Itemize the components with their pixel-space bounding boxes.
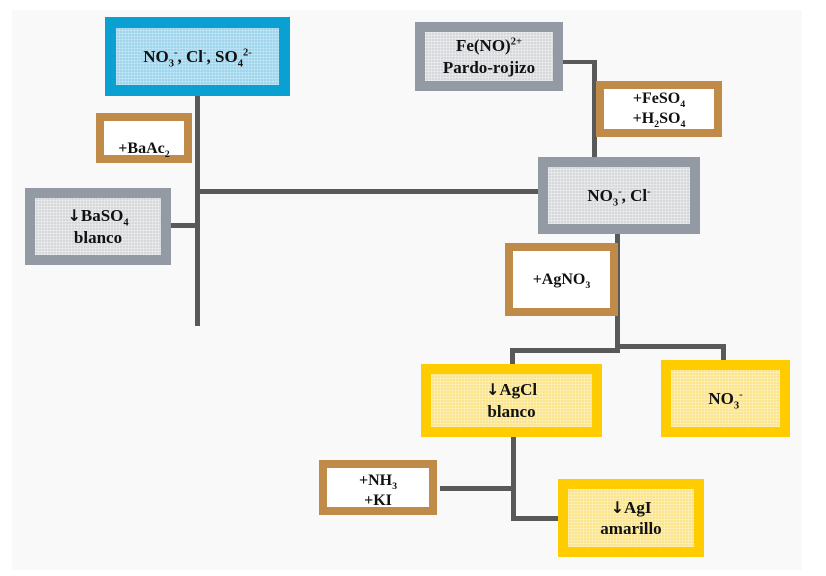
no3-sub: 3	[733, 400, 740, 412]
node-fill	[568, 489, 694, 547]
feno-formula: Fe(NO)	[455, 36, 511, 56]
connector-baso4	[170, 223, 200, 228]
feso4-sub: 4	[680, 99, 686, 111]
reagent-agno3-node: +AgNO3	[505, 243, 618, 316]
precipitate-arrow-icon: ↓	[485, 380, 500, 400]
start-solution-label: NO3-, Cl-, SO42-	[143, 46, 252, 70]
h2so4-mid: SO	[659, 110, 681, 127]
connector-nh3ki	[440, 486, 514, 491]
connector-split-right	[617, 344, 726, 349]
agi-label: ↓AgI amarillo	[600, 497, 661, 540]
h2so4-text: +H	[632, 110, 655, 127]
feno-sup: 2+	[510, 36, 523, 48]
feno-color: Pardo-rojizo	[442, 57, 536, 77]
node-fill	[116, 28, 279, 85]
precipitate-arrow-icon: ↓	[67, 206, 81, 226]
so4-sup: 2-	[242, 47, 252, 59]
agcl-label: ↓AgCl blanco	[486, 379, 537, 422]
connector-split-right-down	[721, 344, 726, 362]
no3-sub: 3	[612, 197, 619, 209]
feno-label: Fe(NO)2+ Pardo-rojizo	[443, 35, 535, 78]
baso4-formula: BaSO	[80, 206, 124, 226]
connector-split-left	[510, 348, 620, 353]
reagent-agno3-label: +AgNO3	[532, 270, 591, 291]
start-solution-node: NO3-, Cl-, SO42-	[105, 17, 290, 96]
h2so4-sub-h: 2	[654, 119, 660, 131]
nh3-text: +NH	[358, 471, 393, 489]
agi-color: amarillo	[600, 519, 662, 538]
connector-agcl-down	[511, 436, 516, 521]
no3-text: NO	[143, 46, 169, 66]
h2so4-sub-o: 4	[680, 119, 686, 131]
node-fill	[513, 251, 610, 308]
node-fill	[431, 374, 592, 427]
agno3-sub: 3	[585, 279, 591, 291]
reagent-feso4-h2so4-node: +FeSO4 +H2SO4	[596, 81, 722, 137]
cl-text: , Cl	[621, 185, 648, 205]
no3-cl-label: NO3-, Cl-	[587, 185, 651, 209]
reagent-baac2-node: +BaAc2	[96, 113, 192, 163]
baac2-text: +BaAc	[118, 140, 165, 157]
cl-sup: -	[203, 47, 207, 59]
connector-split-left-down	[510, 348, 515, 366]
reagent-baac2-label: +BaAc2	[118, 139, 170, 161]
connector-feno-down	[592, 60, 597, 160]
agcl-precipitate-node: ↓AgCl blanco	[421, 364, 602, 437]
so4-sub: 4	[237, 58, 243, 70]
connector-horizontal-main	[197, 189, 542, 194]
node-fill	[425, 32, 553, 81]
baac2-sub: 2	[164, 149, 170, 161]
node-fill	[35, 198, 161, 255]
node-fill	[548, 167, 690, 224]
no3-final-label: NO3-	[708, 388, 743, 412]
connector-feno	[563, 60, 596, 64]
agcl-formula: AgCl	[499, 380, 538, 400]
reagent-nh3-ki-node: +NH3 +KI	[319, 460, 437, 515]
precipitate-arrow-icon: ↓	[610, 497, 625, 517]
nh3-sub: 3	[392, 480, 398, 492]
feso4-text: +FeSO	[632, 90, 681, 107]
so4-text: , SO	[206, 46, 238, 66]
cl-sup: -	[647, 186, 651, 198]
agno3-text: +AgNO	[532, 270, 586, 288]
connector-agi	[511, 516, 561, 521]
no3-sup: -	[739, 389, 743, 401]
node-fill	[327, 468, 429, 507]
no3-solution-node: NO3-	[661, 360, 790, 437]
baso4-precipitate-node: ↓BaSO4 blanco	[25, 188, 171, 265]
node-fill	[604, 89, 714, 129]
no3-text: NO	[708, 388, 734, 408]
agi-formula: AgI	[624, 497, 652, 517]
no3-sub: 3	[168, 58, 174, 70]
feno-complex-node: Fe(NO)2+ Pardo-rojizo	[415, 22, 563, 91]
no3-text: NO	[587, 185, 613, 205]
connector-start-down	[195, 94, 200, 326]
node-fill	[671, 370, 780, 427]
agcl-color: blanco	[487, 401, 536, 421]
no3-cl-node: NO3-, Cl-	[538, 157, 700, 234]
baso4-sub: 4	[123, 217, 129, 229]
node-fill	[104, 121, 184, 155]
reagent-nh3-ki-label: +NH3 +KI	[359, 471, 397, 511]
baso4-color: blanco	[73, 227, 123, 247]
cl-text: , Cl	[177, 46, 204, 66]
ki-text: +KI	[364, 491, 392, 509]
no3-sup: -	[174, 47, 178, 59]
reagent-feso4-h2so4-label: +FeSO4 +H2SO4	[632, 89, 686, 131]
no3-sup: -	[618, 186, 622, 198]
agi-precipitate-node: ↓AgI amarillo	[558, 479, 704, 557]
baso4-label: ↓BaSO4 blanco	[67, 205, 128, 248]
